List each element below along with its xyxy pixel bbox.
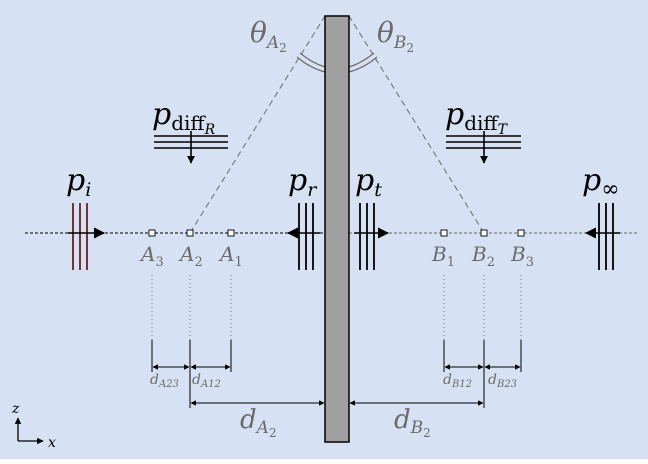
angle-arc-a [296,56,326,73]
mic-b1-label: B1 [431,242,455,270]
microphone-markers [148,229,525,237]
p-diff-r-label: pdiffR [152,97,216,138]
oblique-line-b [348,15,485,234]
mic-a2-marker [186,229,194,237]
extension-lines [151,340,522,408]
mic-b1-marker [440,229,448,237]
mic-a2-label: A2 [178,242,203,270]
p-diff-r-symbol [154,131,228,164]
p-t-wave-symbol [354,203,390,270]
theta-a2-label: θA2 [250,16,287,55]
mic-a1-label: A1 [218,242,243,270]
specimen-panel [324,15,350,443]
theta-b2-label: θB2 [377,16,414,55]
p-inf-label: p∞ [582,163,620,202]
p-diff-t-symbol [446,131,521,164]
p-i-label: pi [66,163,91,201]
angle-arc-a-inner [299,52,326,68]
mic-b3-marker [517,229,525,237]
p-diff-t-label: pdiffT [445,97,509,138]
p-t-label: pt [355,163,382,201]
d-b23-label: dB23 [488,372,517,390]
d-a12-label: dA12 [192,372,221,390]
dimension-arrows [152,364,521,406]
oblique-line-a [189,15,326,234]
mic-b2-label: B2 [471,242,495,270]
d-b12-label: dB12 [443,372,472,390]
mic-a1-marker [227,229,235,237]
d-a2-label: dA2 [240,405,277,440]
mic-a3-marker [148,229,156,237]
d-a23-label: dA23 [150,372,179,390]
p-inf-wave-symbol [584,203,620,270]
mic-b2-marker [480,229,488,237]
axis-z-label: z [11,401,20,417]
angle-arc-b [348,56,378,73]
mic-a3-label: A3 [139,242,164,270]
d-b2-label: dB2 [394,405,431,440]
p-r-label: pr [288,163,318,201]
p-r-wave-symbol [286,203,320,270]
mic-b3-label: B3 [510,242,534,270]
angle-arc-b-inner [348,52,375,68]
coordinate-axes [14,417,44,445]
drop-lines [151,275,522,340]
p-i-wave-symbol [68,203,106,270]
axis-x-label: x [48,435,56,451]
